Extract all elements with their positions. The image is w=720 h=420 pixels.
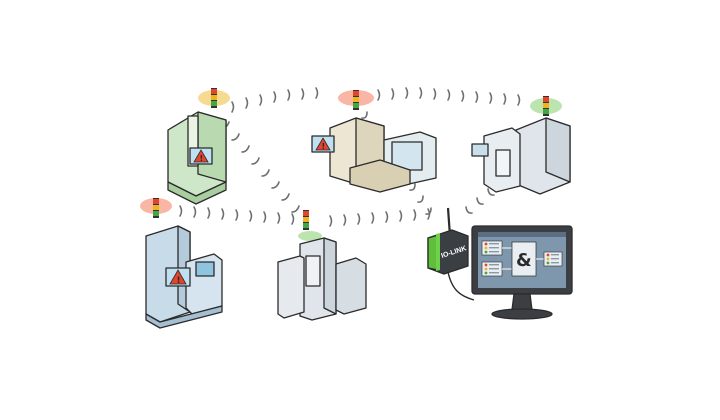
svg-text:!: ! xyxy=(322,142,326,151)
logic-and-icon: & xyxy=(516,250,532,271)
output-block xyxy=(544,252,562,266)
machine-5 xyxy=(278,210,366,320)
machine-2: ! xyxy=(312,90,436,192)
signal-tower-amber xyxy=(211,88,217,108)
signal-tower-red xyxy=(153,198,159,218)
monitor: & xyxy=(472,226,572,319)
warning-screen: ! xyxy=(312,136,334,152)
wave-m2-m3 xyxy=(378,88,520,105)
wireless-gateway: IO-LINK xyxy=(428,208,474,300)
input-block-top xyxy=(482,241,502,255)
svg-text:!: ! xyxy=(200,154,204,163)
wave-m1-m2 xyxy=(232,88,318,112)
machine-4: ! xyxy=(140,198,222,328)
svg-text:!: ! xyxy=(177,276,181,286)
signal-tower-green xyxy=(543,96,549,116)
wave-m4-m5 xyxy=(180,206,294,224)
warning-screen: ! xyxy=(190,148,212,164)
machine-1: ! xyxy=(168,88,230,204)
signal-tower-green xyxy=(303,210,309,230)
machine-3 xyxy=(472,96,570,194)
input-block-bottom xyxy=(482,262,502,276)
wave-m5-gateway xyxy=(330,209,430,226)
signal-tower-red xyxy=(353,90,359,110)
wave-m1-m5 xyxy=(222,122,299,212)
warning-screen: ! xyxy=(166,268,190,286)
